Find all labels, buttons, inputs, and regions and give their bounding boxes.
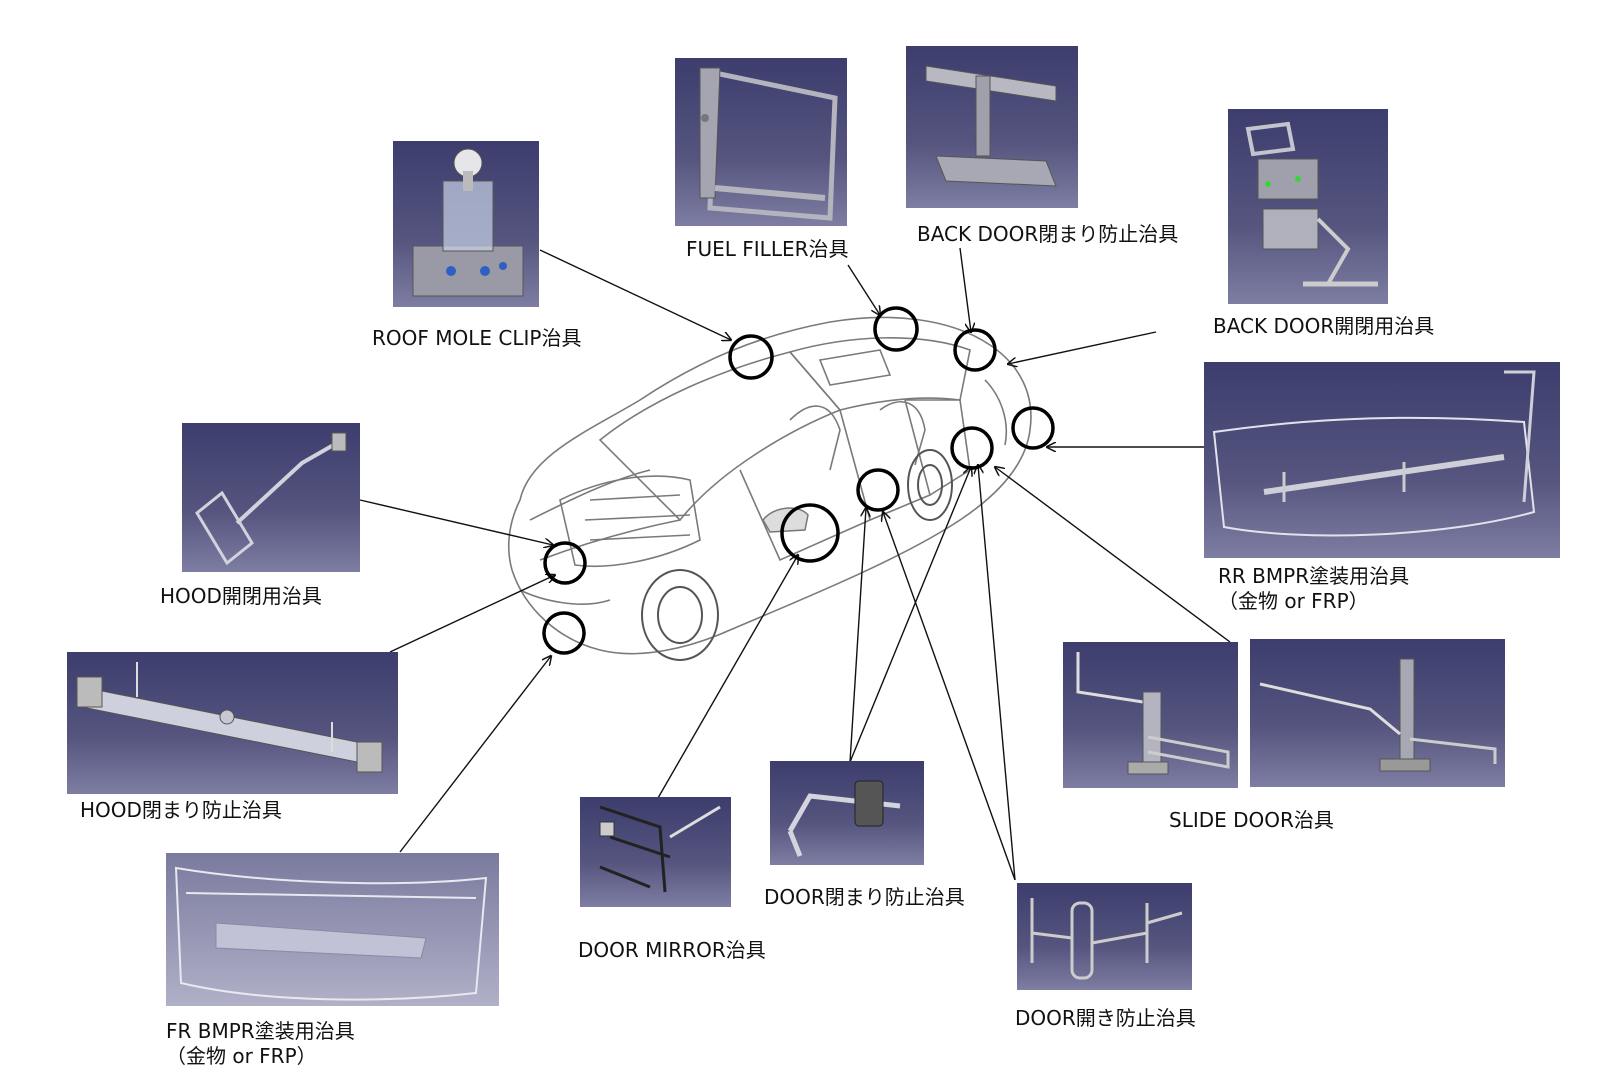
marker-door-rear	[950, 426, 994, 470]
door-open-stop-panel	[1017, 883, 1192, 990]
hood-open-model	[195, 432, 347, 566]
marker-door-front	[856, 468, 900, 512]
fr-bumper-title: FR BMPR塗装用治具	[166, 1019, 355, 1043]
door-open-stop-model	[1030, 898, 1183, 980]
hood-stop-label: HOOD閉まり防止治具	[80, 798, 282, 822]
back-door-stop-panel	[906, 46, 1078, 208]
fr-bumper-model	[174, 866, 488, 1001]
door-mirror-model	[599, 805, 721, 893]
back-door-stop-model	[925, 65, 1057, 187]
hood-open-label: HOOD開閉用治具	[160, 584, 322, 608]
back-door-open-model	[1245, 121, 1378, 287]
slide-door-model-left	[1076, 652, 1230, 775]
roof-mole-clip-model	[412, 148, 524, 297]
hood-stop-panel	[67, 652, 398, 794]
rr-bumper-panel	[1204, 362, 1560, 558]
fuel-filler-model	[699, 67, 838, 221]
marker-fuel-filler	[873, 306, 919, 352]
door-mirror-panel	[580, 797, 731, 907]
slide-door-model-right	[1259, 658, 1497, 772]
roof-mole-clip-label: ROOF MOLE CLIP治具	[372, 326, 582, 350]
slide-door-panel-left	[1063, 642, 1238, 788]
marker-back-door-stop	[953, 328, 997, 372]
back-door-open-panel	[1228, 109, 1388, 304]
roof-mole-clip-panel	[393, 141, 539, 307]
hood-stop-model	[76, 662, 383, 773]
rr-bumper-model	[1212, 370, 1536, 537]
marker-roof-mole	[728, 334, 774, 380]
fuel-filler-panel	[675, 58, 847, 226]
rr-bumper-title: RR BMPR塗装用治具	[1218, 564, 1410, 588]
hood-open-panel	[182, 423, 360, 572]
door-stop-label: DOOR閉まり防止治具	[764, 885, 965, 909]
marker-hood	[543, 541, 587, 585]
door-mirror-label: DOOR MIRROR治具	[578, 938, 766, 962]
back-door-stop-label: BACK DOOR閉まり防止治具	[917, 222, 1179, 246]
door-stop-panel	[770, 761, 924, 865]
marker-fr-bumper	[542, 611, 586, 655]
fr-bumper-panel	[166, 853, 499, 1006]
fr-bumper-label: FR BMPR塗装用治具 （金物 or FRP）	[166, 1019, 355, 1069]
back-door-open-label: BACK DOOR開閉用治具	[1213, 314, 1435, 338]
fuel-filler-label: FUEL FILLER治具	[686, 237, 849, 261]
marker-door-mirror	[780, 503, 840, 563]
slide-door-label: SLIDE DOOR治具	[1169, 808, 1334, 832]
rr-bumper-note: （金物 or FRP）	[1218, 589, 1369, 613]
slide-door-panel-right	[1250, 639, 1505, 787]
fr-bumper-note: （金物 or FRP）	[166, 1044, 317, 1068]
rr-bumper-label: RR BMPR塗装用治具 （金物 or FRP）	[1218, 564, 1409, 614]
door-stop-model	[787, 780, 901, 857]
door-open-stop-label: DOOR開き防止治具	[1015, 1006, 1196, 1030]
marker-rr-bumper	[1011, 406, 1055, 450]
